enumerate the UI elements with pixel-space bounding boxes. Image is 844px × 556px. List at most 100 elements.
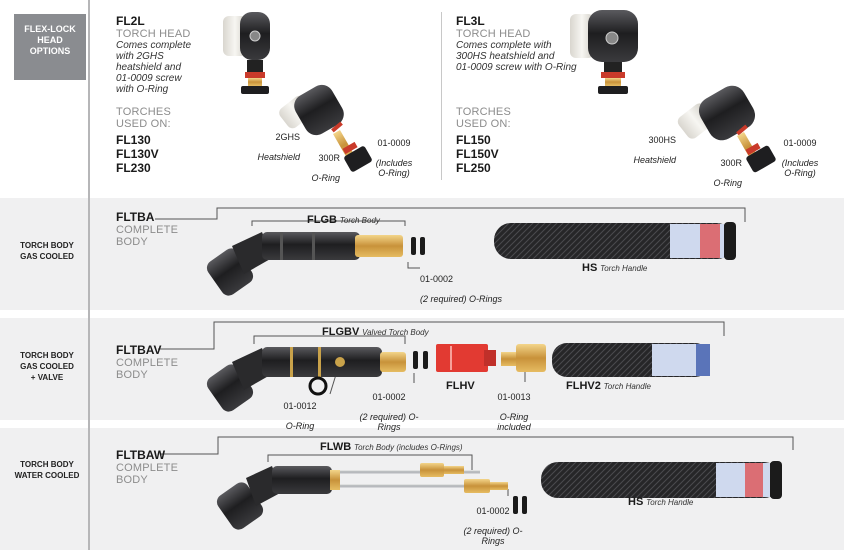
part-description: (2 required) O-Rings [359, 412, 419, 432]
gas-torch-body-image [206, 232, 425, 296]
fltba-subtitle: COMPLETE BODY [116, 224, 179, 248]
flhv-valve-image [436, 344, 496, 372]
part-code: 01-0012 [283, 401, 317, 411]
fl2l-code: FL2L [116, 14, 145, 28]
part-code: FLGBV [322, 326, 360, 338]
valve-oring-label: 01-0002 (2 required) O-Rings [348, 382, 430, 442]
head-divider [441, 12, 442, 180]
part-code: 01-0013 [497, 392, 531, 402]
fltbaw-code: FLTBAW [116, 448, 166, 462]
part-code: FLGB [307, 214, 337, 226]
part-description: (2 required) O-Rings [420, 294, 503, 304]
fl2l-screw-label: 01-0009 (Includes O-Ring) [366, 128, 422, 188]
fltba-block: FLTBA COMPLETE BODY [116, 210, 178, 248]
fl3l-oring-label: 300R O-Ring [702, 148, 742, 198]
valve-category: TORCH BODY GAS COOLED + VALVE [20, 351, 74, 382]
part-description: Torch Handle [603, 382, 651, 391]
part-description: (Includes O-Ring) [375, 158, 413, 178]
adapter-0013-label: 01-0013 O-Ring included [484, 382, 544, 442]
part-description: Heatshield [633, 155, 676, 165]
part-code: 01-0002 [372, 392, 406, 402]
torch-model: FL150V [456, 147, 499, 161]
water-cooled-category: TORCH BODY WATER COOLED [14, 460, 80, 480]
part-code: HS [582, 262, 598, 274]
flgb-label: FLGB Torch Body [307, 214, 380, 226]
fl3l-head-image [570, 10, 638, 94]
fl2l-head-image [223, 12, 270, 94]
part-description: O-Ring [285, 421, 315, 431]
torch-model: FL130 [116, 133, 151, 147]
torch-model: FL230 [116, 161, 151, 175]
fltbav-code: FLTBAV [116, 343, 162, 357]
part-code: FLWB [320, 441, 352, 453]
fl3l-used-on-label: TORCHES USED ON: [456, 106, 511, 130]
fl2l-used-on-label: TORCHES USED ON: [116, 106, 171, 130]
part-code: 01-0009 [783, 138, 817, 148]
part-code: HS [628, 496, 644, 508]
fltbaw-subtitle: COMPLETE BODY [116, 462, 179, 486]
part-description: Torch Body (includes O-Rings) [353, 443, 463, 452]
part-description: Torch Body [339, 216, 380, 225]
fl2l-oring-label: 300R O-Ring [300, 143, 340, 193]
fl3l-screw-label: 01-0009 (Includes O-Ring) [772, 128, 828, 188]
torch-model: FL130V [116, 147, 159, 161]
fl2l-heatshield-label: 2GHS Heatshield [240, 122, 300, 172]
fltbaw-block: FLTBAW COMPLETE BODY [116, 448, 178, 486]
gas-bracket [155, 207, 746, 269]
gas-handle-image [494, 222, 736, 260]
fltbav-block: FLTBAV COMPLETE BODY [116, 343, 178, 381]
part-code: 01-0002 [420, 274, 454, 284]
water-oring-label: 01-0002 (2 required) O-Rings [452, 496, 534, 556]
torch-model: FL250 [456, 161, 491, 175]
fl3l-heatshield-label: 300HS Heatshield [624, 125, 676, 175]
fl3l-exploded-image [677, 85, 776, 173]
fltbav-subtitle: COMPLETE BODY [116, 357, 179, 381]
part-description: (Includes O-Ring) [781, 158, 819, 178]
gas-oring-label: 01-0002 (2 required) O-Rings [420, 264, 502, 314]
part-code: 300HS [648, 135, 676, 145]
fl2l-subtitle: TORCH HEAD [116, 28, 191, 40]
part-description: Torch Handle [600, 264, 648, 273]
part-code: 2GHS [275, 132, 300, 142]
part-code: FLHV2 [566, 380, 601, 392]
fl2l-block: FL2L TORCH HEAD Comes complete with 2GHS… [116, 14, 226, 175]
part-description: O-Ring [311, 173, 340, 183]
part-description: O-Ring included [497, 412, 531, 432]
gas-cooled-category: TORCH BODY GAS COOLED [20, 241, 74, 261]
part-code: 01-0002 [476, 506, 510, 516]
fl3l-code: FL3L [456, 14, 485, 28]
fl3l-subtitle: TORCH HEAD [456, 28, 531, 40]
fl3l-torch-list: FL150 FL150V FL250 [456, 133, 606, 175]
flhv2-handle-image [552, 343, 710, 377]
flgbv-label: FLGBV Valved Torch Body [322, 326, 429, 338]
flhv-label: FLHV [446, 380, 475, 392]
part-description: Torch Handle [646, 498, 694, 507]
part-description: Valved Torch Body [362, 328, 429, 337]
part-description: O-Ring [713, 178, 742, 188]
part-code: 300R [318, 153, 340, 163]
valve-oring12-label: 01-0012 O-Ring [276, 391, 324, 441]
part-description: (2 required) O-Rings [463, 526, 523, 546]
gas-handle-label: HS Torch Handle [582, 262, 647, 274]
part-code: 300R [720, 158, 742, 168]
part-code: 01-0009 [377, 138, 411, 148]
fl2l-torch-list: FL130 FL130V FL230 [116, 133, 226, 175]
water-handle-image [541, 461, 782, 499]
flwb-label: FLWB Torch Body (includes O-Rings) [320, 441, 463, 453]
adapter-0013-image [501, 344, 546, 372]
valve-torch-body-image [206, 347, 428, 412]
part-description: Heatshield [257, 152, 300, 162]
fl2l-exploded-image [279, 84, 372, 172]
water-torch-body-image [216, 463, 527, 530]
fl2l-description: Comes complete with 2GHS heatshield and … [116, 40, 192, 95]
left-divider [88, 0, 90, 550]
fl3l-description: Comes complete with 300HS heatshield and… [456, 40, 577, 73]
torch-model: FL150 [456, 133, 491, 147]
water-bracket [160, 436, 794, 496]
head-options-tab: FLEX-LOCK HEAD OPTIONS [14, 14, 86, 80]
water-handle-label: HS Torch Handle [628, 496, 693, 508]
fl3l-block: FL3L TORCH HEAD Comes complete with 300H… [456, 14, 606, 175]
flhv2-label: FLHV2 Torch Handle [566, 380, 651, 392]
fltba-code: FLTBA [116, 210, 155, 224]
